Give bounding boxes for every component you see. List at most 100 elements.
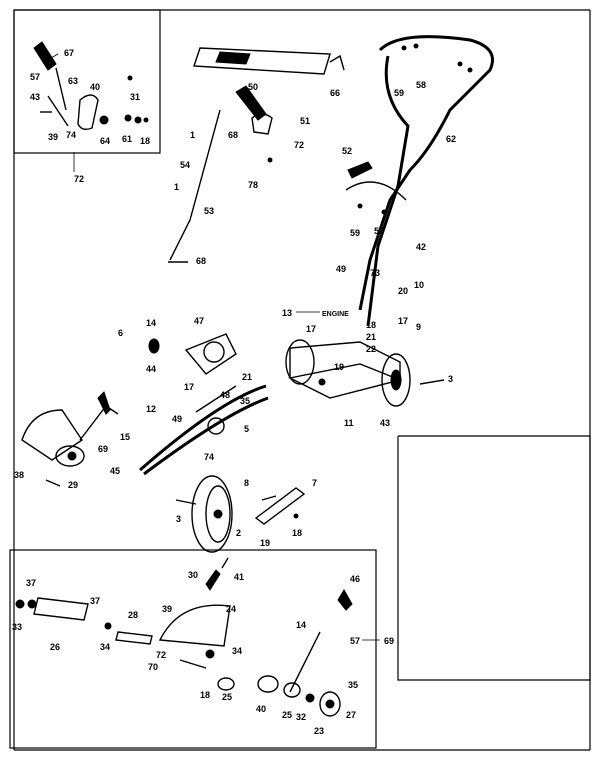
label: 72 [74, 174, 84, 184]
label: 10 [414, 280, 424, 290]
label: 14 [146, 318, 156, 328]
label: 35 [240, 396, 250, 406]
label: 22 [366, 344, 376, 354]
label: 68 [196, 256, 206, 266]
label: 5 [244, 424, 249, 434]
label: 47 [194, 316, 204, 326]
label: 72 [294, 140, 304, 150]
label: 61 [122, 134, 132, 144]
inset-bottom-parts [15, 557, 353, 717]
label: 58 [374, 226, 384, 236]
label: 33 [12, 622, 22, 632]
label: 34 [100, 642, 110, 652]
label: 19 [260, 538, 270, 548]
label: 59 [394, 88, 404, 98]
label: 14 [296, 620, 306, 630]
label: 57 [30, 72, 40, 82]
label: 69 [98, 444, 108, 454]
label: 51 [300, 116, 310, 126]
label: 28 [128, 610, 138, 620]
right-panel [397, 435, 591, 681]
label: 18 [200, 690, 210, 700]
label: 31 [130, 92, 140, 102]
label: 41 [234, 572, 244, 582]
label: 19 [334, 362, 344, 372]
label: 64 [100, 136, 110, 146]
label: 43 [380, 418, 390, 428]
label: ENGINE [322, 311, 349, 318]
label: 11 [344, 418, 354, 428]
handle-assembly [193, 35, 494, 327]
label: 62 [446, 134, 456, 144]
label: 42 [416, 242, 426, 252]
label: 39 [162, 604, 172, 614]
front-wheel [175, 475, 306, 553]
label: 39 [48, 132, 58, 142]
transmission [139, 333, 269, 476]
label: 48 [220, 390, 230, 400]
label: 69 [384, 636, 394, 646]
label: 70 [148, 662, 158, 672]
label: 26 [50, 642, 60, 652]
labels-inset-bottom: 37 33 26 37 34 28 30 41 24 39 34 72 70 1… [12, 570, 394, 736]
label: 54 [180, 160, 190, 170]
label: 59 [350, 228, 360, 238]
label: 53 [204, 206, 214, 216]
label: 29 [68, 480, 78, 490]
label: 20 [398, 286, 408, 296]
label: 49 [336, 264, 346, 274]
label: 49 [172, 414, 182, 424]
inset-box-top [13, 9, 161, 154]
label: 25 [282, 710, 292, 720]
label: 45 [110, 466, 120, 476]
inset-top-parts [33, 41, 149, 131]
label: 43 [30, 92, 40, 102]
label: 24 [226, 604, 236, 614]
label: 67 [64, 48, 74, 58]
label: 73 [370, 268, 380, 278]
label: 3 [448, 374, 453, 384]
label: 63 [68, 76, 78, 86]
label: 72 [156, 650, 166, 660]
label: 34 [232, 646, 242, 656]
label: 18 [366, 320, 376, 330]
label: 74 [204, 452, 214, 462]
label: 44 [146, 364, 156, 374]
label: 12 [146, 404, 156, 414]
engine-deck [285, 339, 445, 407]
label: 23 [314, 726, 324, 736]
label: 40 [90, 82, 100, 92]
label: 17 [184, 382, 194, 392]
label: 7 [312, 478, 317, 488]
label: 25 [222, 692, 232, 702]
labels-inset-top: 67 57 63 40 43 39 74 64 31 61 18 72 [30, 48, 150, 184]
label: 50 [248, 82, 258, 92]
label: 9 [416, 322, 421, 332]
control-rod [168, 85, 273, 263]
label: 6 [118, 328, 123, 338]
label: 57 [350, 636, 360, 646]
label: 66 [330, 88, 340, 98]
label: 35 [348, 680, 358, 690]
label: 27 [346, 710, 356, 720]
label: 32 [296, 712, 306, 722]
label: 1 [174, 182, 179, 192]
label: 46 [350, 574, 360, 584]
label: 37 [26, 578, 36, 588]
label: 58 [416, 80, 426, 90]
labels-main: 50 66 51 68 72 1 54 78 53 1 68 52 59 58 … [14, 80, 456, 548]
label: 37 [90, 596, 100, 606]
label: 13 [282, 308, 292, 318]
label: 3 [176, 514, 181, 524]
label: 68 [228, 130, 238, 140]
label: 1 [190, 130, 195, 140]
label: 40 [256, 704, 266, 714]
label: 30 [188, 570, 198, 580]
label: 78 [248, 180, 258, 190]
label: 17 [398, 316, 408, 326]
label: 15 [120, 432, 130, 442]
label: 21 [242, 372, 252, 382]
label: 2 [236, 528, 241, 538]
label: 74 [66, 130, 76, 140]
